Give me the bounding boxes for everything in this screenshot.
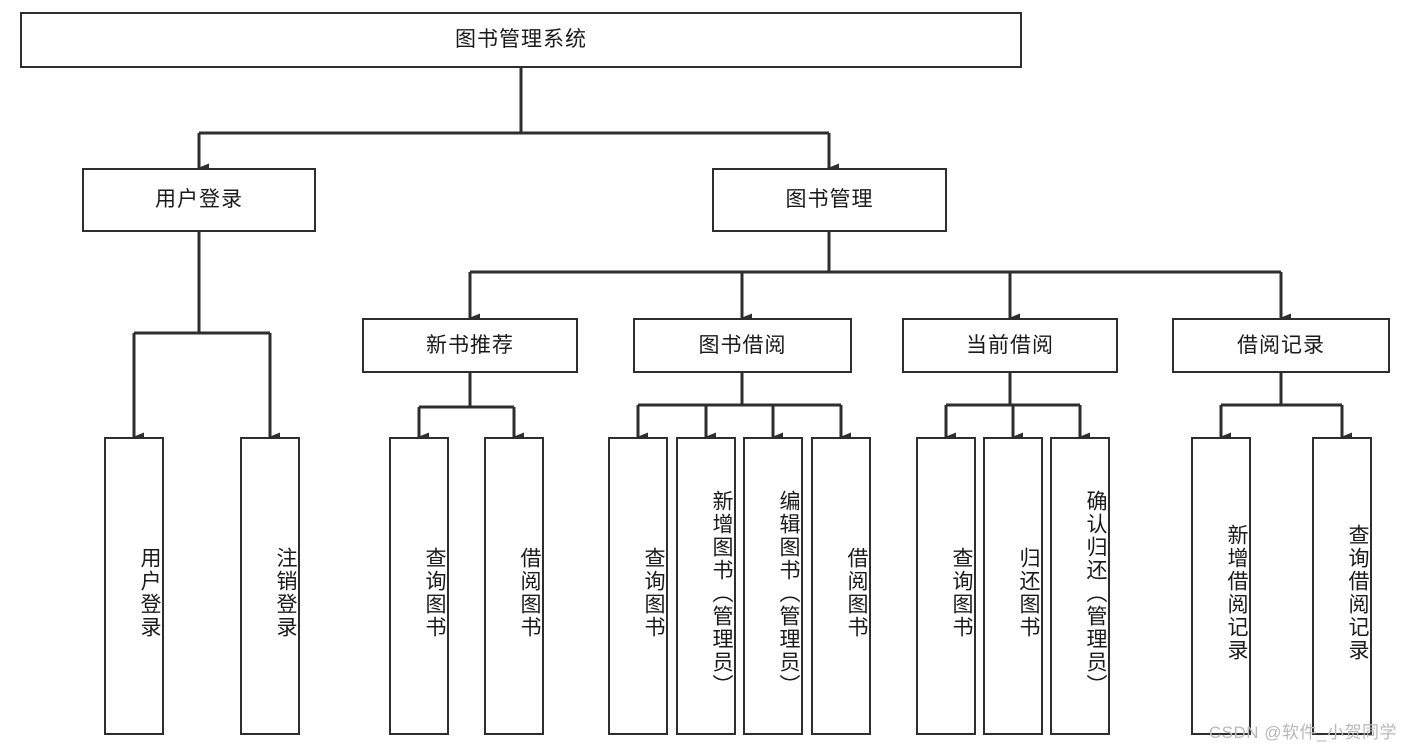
leaf-confirm-return-admin[interactable]: 确认归还（管理员） (1050, 437, 1110, 735)
node-label: 借阅记录 (1237, 333, 1325, 357)
node-label: 用户登录 (138, 547, 161, 639)
node-label: 用户登录 (155, 188, 243, 212)
node-label: 查询借阅记录 (1346, 524, 1369, 662)
node-label: 查询图书 (423, 547, 446, 639)
leaf-add-borrow-record[interactable]: 新增借阅记录 (1191, 437, 1251, 735)
leaf-add-book-admin[interactable]: 新增图书（管理员） (676, 437, 736, 735)
csdn-watermark: CSDN @软件_小贺同学 (1208, 723, 1397, 742)
node-user-login[interactable]: 用户登录 (82, 168, 316, 232)
node-current-borrow[interactable]: 当前借阅 (902, 318, 1118, 373)
node-label: 当前借阅 (966, 333, 1054, 357)
leaf-edit-book-admin[interactable]: 编辑图书（管理员） (743, 437, 803, 735)
node-label: 借阅图书 (845, 547, 868, 639)
node-label: 图书借阅 (698, 333, 787, 357)
node-label: 归还图书 (1017, 547, 1040, 639)
node-label: 注销登录 (274, 547, 297, 639)
node-label: 图书管理系统 (455, 28, 587, 52)
node-new-book-recommend[interactable]: 新书推荐 (362, 318, 578, 373)
node-book-borrow[interactable]: 图书借阅 (633, 318, 852, 373)
node-root[interactable]: 图书管理系统 (20, 12, 1022, 68)
leaf-query-book-rec[interactable]: 查询图书 (389, 437, 449, 735)
node-label: 图书管理 (785, 188, 874, 212)
node-label: 新增借阅记录 (1225, 524, 1248, 662)
node-label: 编辑图书（管理员） (777, 489, 800, 697)
node-label: 查询图书 (950, 547, 973, 639)
node-label: 新增图书（管理员） (710, 489, 733, 697)
leaf-query-book-borrow[interactable]: 查询图书 (608, 437, 668, 735)
leaf-return-book[interactable]: 归还图书 (983, 437, 1043, 735)
node-label: 借阅图书 (518, 547, 541, 639)
leaf-borrow-book[interactable]: 借阅图书 (811, 437, 871, 735)
node-book-manage[interactable]: 图书管理 (712, 168, 947, 232)
node-borrow-record[interactable]: 借阅记录 (1172, 318, 1390, 373)
node-label: 新书推荐 (426, 333, 514, 357)
leaf-query-book-cur[interactable]: 查询图书 (916, 437, 976, 735)
leaf-user-logout[interactable]: 注销登录 (240, 437, 300, 735)
node-label: 确认归还（管理员） (1084, 489, 1107, 697)
leaf-borrow-book-rec[interactable]: 借阅图书 (484, 437, 544, 735)
leaf-user-login[interactable]: 用户登录 (104, 437, 164, 735)
leaf-query-borrow-record[interactable]: 查询借阅记录 (1312, 437, 1372, 735)
connector-lines (132, 68, 1352, 442)
node-label: 查询图书 (642, 547, 665, 639)
